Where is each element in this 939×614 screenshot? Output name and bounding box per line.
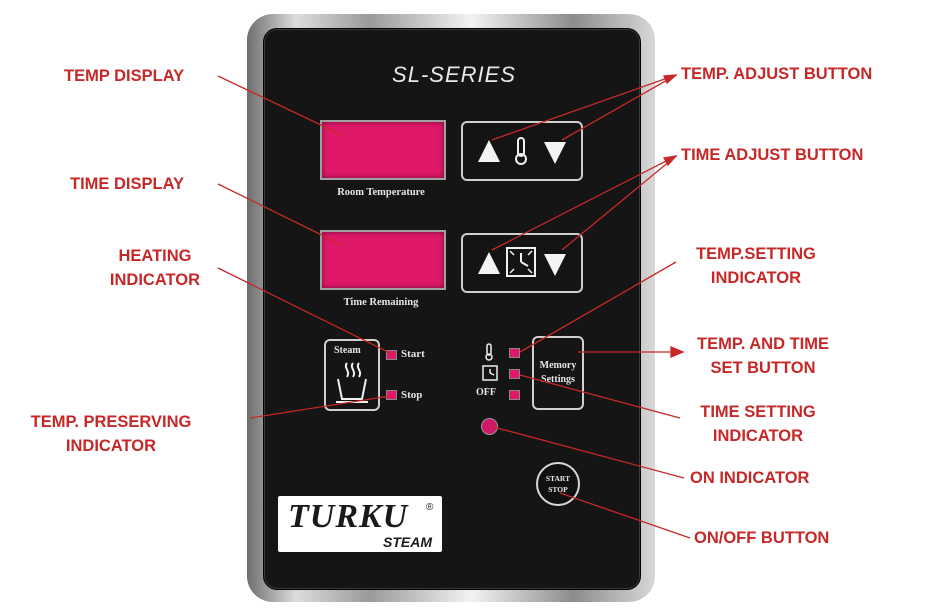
label-heating-line1: HEATING xyxy=(118,247,192,265)
line-temp-adjust-2 xyxy=(561,74,677,141)
arrow-up-icon[interactable] xyxy=(478,252,500,274)
logo-main-text: TURKU xyxy=(288,498,409,535)
logo-registered-mark: ® xyxy=(426,502,434,513)
line-time-adjust-2 xyxy=(561,155,677,251)
label-preserving-line2: INDICATOR xyxy=(65,437,157,455)
arrow-down-icon[interactable] xyxy=(544,254,566,276)
label-set-button-line1: TEMP. AND TIME xyxy=(696,335,829,353)
label-preserving-indicator: TEMP. PRESERVING INDICATOR xyxy=(6,410,216,458)
arrowhead xyxy=(662,155,678,167)
time-display xyxy=(320,230,446,290)
brand-logo: TURKU ® STEAM xyxy=(278,496,442,552)
memory-label: Memory xyxy=(539,360,577,371)
line-time-setting xyxy=(519,374,681,419)
thermometer-icon xyxy=(485,343,493,361)
line-preserving xyxy=(249,395,391,419)
label-time-setting-line1: TIME SETTING xyxy=(700,403,816,421)
start-text: START xyxy=(545,474,571,483)
settings-label: Settings xyxy=(541,374,575,385)
memory-settings-button[interactable]: Memory Settings xyxy=(532,336,584,410)
start-label: Start xyxy=(401,348,425,360)
time-setting-indicator xyxy=(509,369,520,379)
label-time-setting: TIME SETTING INDICATOR xyxy=(680,400,836,448)
off-indicator xyxy=(509,390,520,400)
on-indicator xyxy=(481,418,498,435)
label-on-indicator: ON INDICATOR xyxy=(690,469,810,487)
clock-icon xyxy=(506,247,536,277)
arrowhead xyxy=(663,74,678,85)
label-temp-adjust: TEMP. ADJUST BUTTON xyxy=(681,65,873,83)
line-time-adjust-1 xyxy=(491,155,677,251)
temp-display xyxy=(320,120,446,180)
label-heating-indicator: HEATING INDICATOR xyxy=(90,244,220,292)
label-time-display: TIME DISPLAY xyxy=(70,175,184,193)
label-temp-setting-line2: INDICATOR xyxy=(710,269,802,287)
time-caption: Time Remaining xyxy=(343,297,419,308)
label-set-button: TEMP. AND TIME SET BUTTON xyxy=(676,332,850,380)
label-time-setting-line2: INDICATOR xyxy=(712,427,804,445)
line-time-display xyxy=(217,183,343,246)
label-preserving-line1: TEMP. PRESERVING xyxy=(30,413,192,431)
stop-text: STOP xyxy=(548,485,568,494)
line-heating xyxy=(217,267,393,355)
logo-sub-text: STEAM xyxy=(383,534,432,550)
label-temp-setting-line1: TEMP.SETTING xyxy=(696,245,816,263)
clock-icon xyxy=(482,365,498,381)
temp-setting-indicator xyxy=(509,348,520,358)
temp-caption: Room Temperature xyxy=(337,187,425,198)
label-onoff-button: ON/OFF BUTTON xyxy=(694,529,830,547)
arrow-up-icon[interactable] xyxy=(478,140,500,162)
heating-indicator xyxy=(386,350,397,360)
line-onoff xyxy=(559,492,691,539)
preserving-indicator xyxy=(386,390,397,400)
stop-label: Stop xyxy=(401,389,423,401)
line-temp-display xyxy=(217,75,343,136)
thermometer-icon xyxy=(515,137,527,165)
brand-title: SL-SERIES xyxy=(392,62,516,87)
start-stop-button[interactable]: START STOP xyxy=(536,462,580,506)
steam-button[interactable]: Steam xyxy=(324,339,380,411)
label-time-adjust: TIME ADJUST BUTTON xyxy=(681,146,864,164)
label-heating-line2: INDICATOR xyxy=(109,271,201,289)
label-temp-display: TEMP DISPLAY xyxy=(64,67,185,85)
off-label: OFF xyxy=(476,387,496,398)
temp-adjust-button[interactable] xyxy=(461,121,583,181)
arrow-down-icon[interactable] xyxy=(544,142,566,164)
time-adjust-button[interactable] xyxy=(461,233,583,293)
line-on-indicator xyxy=(489,425,685,479)
label-set-button-line2: SET BUTTON xyxy=(710,359,816,377)
arrowhead xyxy=(670,346,685,358)
label-temp-setting: TEMP.SETTING INDICATOR xyxy=(674,242,838,290)
steam-label: Steam xyxy=(334,345,361,356)
line-temp-setting xyxy=(519,261,677,353)
line-temp-adjust-1 xyxy=(491,74,677,141)
